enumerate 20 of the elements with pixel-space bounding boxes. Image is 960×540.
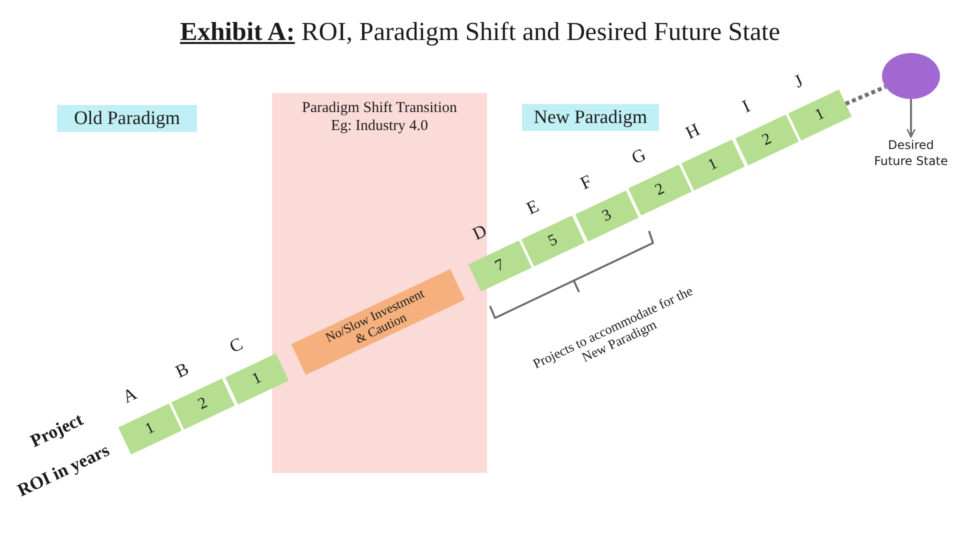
- project-letter: J: [791, 70, 806, 92]
- roi-tile: 2: [734, 114, 798, 166]
- project-letter: I: [738, 96, 752, 116]
- title: Exhibit A: ROI, Paradigm Shift and Desired Future State: [180, 17, 780, 47]
- target-label: Desired Future State: [869, 137, 953, 169]
- paradigm-tag: Old Paradigm: [57, 105, 197, 132]
- roi-tile: 2: [628, 164, 692, 216]
- roi-tile: 1: [118, 403, 182, 455]
- roi-tile: 5: [522, 215, 586, 266]
- arrow: [906, 99, 916, 138]
- dotted-line: [844, 85, 886, 106]
- roi-tile: 1: [681, 140, 745, 191]
- target-circle: [882, 53, 940, 99]
- project-letter: F: [576, 170, 594, 193]
- roi-tile: 3: [574, 190, 638, 242]
- roi-tile: 1: [788, 89, 852, 140]
- band-title: Paradigm Shift Transition Eg: Industry 4.0: [300, 99, 458, 135]
- transition-band: [272, 93, 487, 473]
- roi-tile: 2: [172, 378, 236, 430]
- paradigm-tag: New Paradigm: [522, 104, 659, 131]
